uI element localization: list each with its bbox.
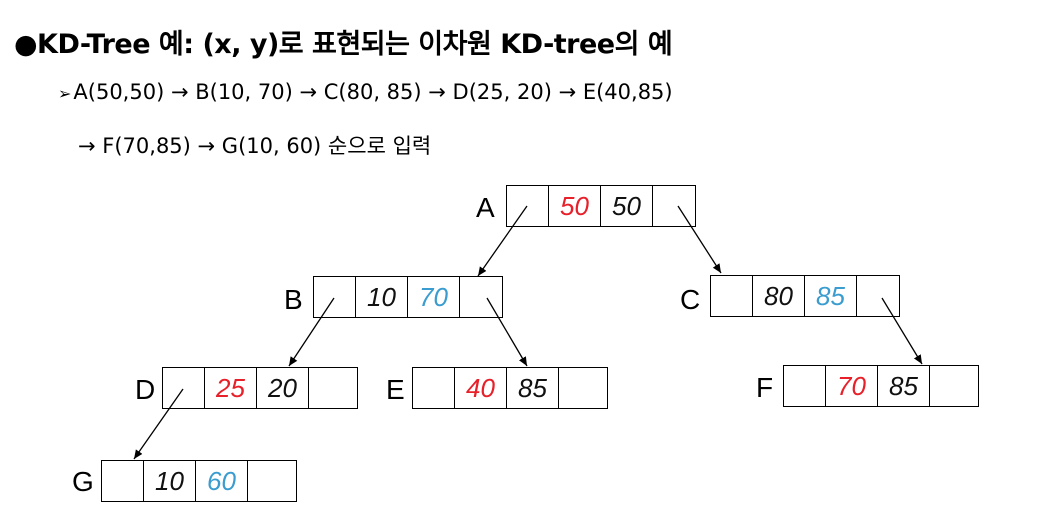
node-f-left-pointer	[784, 366, 826, 406]
node-g-right-pointer	[248, 461, 296, 501]
arrow-bullet-icon: ➢	[58, 84, 72, 103]
node-f-x: 70	[826, 366, 878, 406]
node-b-label: B	[284, 284, 303, 315]
node-a-left-pointer	[507, 186, 549, 226]
node-f-label: F	[756, 372, 774, 403]
node-f: 70 85	[783, 365, 979, 407]
node-e-label: E	[386, 374, 405, 405]
edge-c-f	[881, 297, 923, 365]
node-f-y: 85	[878, 366, 930, 406]
slide-title: ●KD-Tree 예: (x, y)로 표현되는 이차원 KD-tree의 예	[14, 29, 673, 60]
node-b: 10 70	[313, 276, 503, 318]
node-d-left-pointer	[163, 368, 205, 408]
node-g-x: 10	[144, 461, 196, 501]
edge-a-b	[477, 205, 528, 277]
node-e-left-pointer	[413, 368, 455, 408]
node-d-y: 20	[257, 368, 309, 408]
node-e-y: 85	[507, 368, 559, 408]
node-d-label: D	[135, 374, 156, 405]
node-b-x: 10	[356, 277, 408, 317]
node-f-right-pointer	[930, 366, 978, 406]
node-d-right-pointer	[309, 368, 357, 408]
node-g: 10 60	[101, 460, 297, 502]
insert-order-line-2: → F(70,85) → G(10, 60) 순으로 입력	[78, 134, 432, 158]
node-b-left-pointer	[314, 277, 356, 317]
node-c: 80 85	[710, 275, 900, 317]
node-g-left-pointer	[102, 461, 144, 501]
node-c-x: 80	[753, 276, 805, 316]
node-g-label: G	[72, 466, 94, 497]
insert-order-text-1: A(50,50) → B(10, 70) → C(80, 85) → D(25,…	[73, 80, 673, 104]
insert-order-line-1: ➢A(50,50) → B(10, 70) → C(80, 85) → D(25…	[58, 80, 673, 104]
node-a-label: A	[476, 192, 495, 223]
node-a-x: 50	[549, 186, 601, 226]
node-a-y: 50	[601, 186, 653, 226]
node-a-right-pointer	[653, 186, 695, 226]
node-d-x: 25	[205, 368, 257, 408]
node-c-left-pointer	[711, 276, 753, 316]
node-c-y: 85	[805, 276, 857, 316]
node-g-y: 60	[196, 461, 248, 501]
node-d: 25 20	[162, 367, 358, 409]
node-e-x: 40	[455, 368, 507, 408]
node-c-right-pointer	[857, 276, 899, 316]
edge-b-d	[288, 297, 335, 367]
node-b-right-pointer	[460, 277, 502, 317]
node-b-y: 70	[408, 277, 460, 317]
edge-a-c	[677, 205, 722, 274]
node-e: 40 85	[412, 367, 608, 409]
node-e-right-pointer	[559, 368, 607, 408]
edge-d-g	[133, 388, 184, 460]
node-c-label: C	[680, 284, 701, 315]
node-a: 50 50	[506, 185, 696, 227]
edge-b-e	[486, 297, 528, 367]
